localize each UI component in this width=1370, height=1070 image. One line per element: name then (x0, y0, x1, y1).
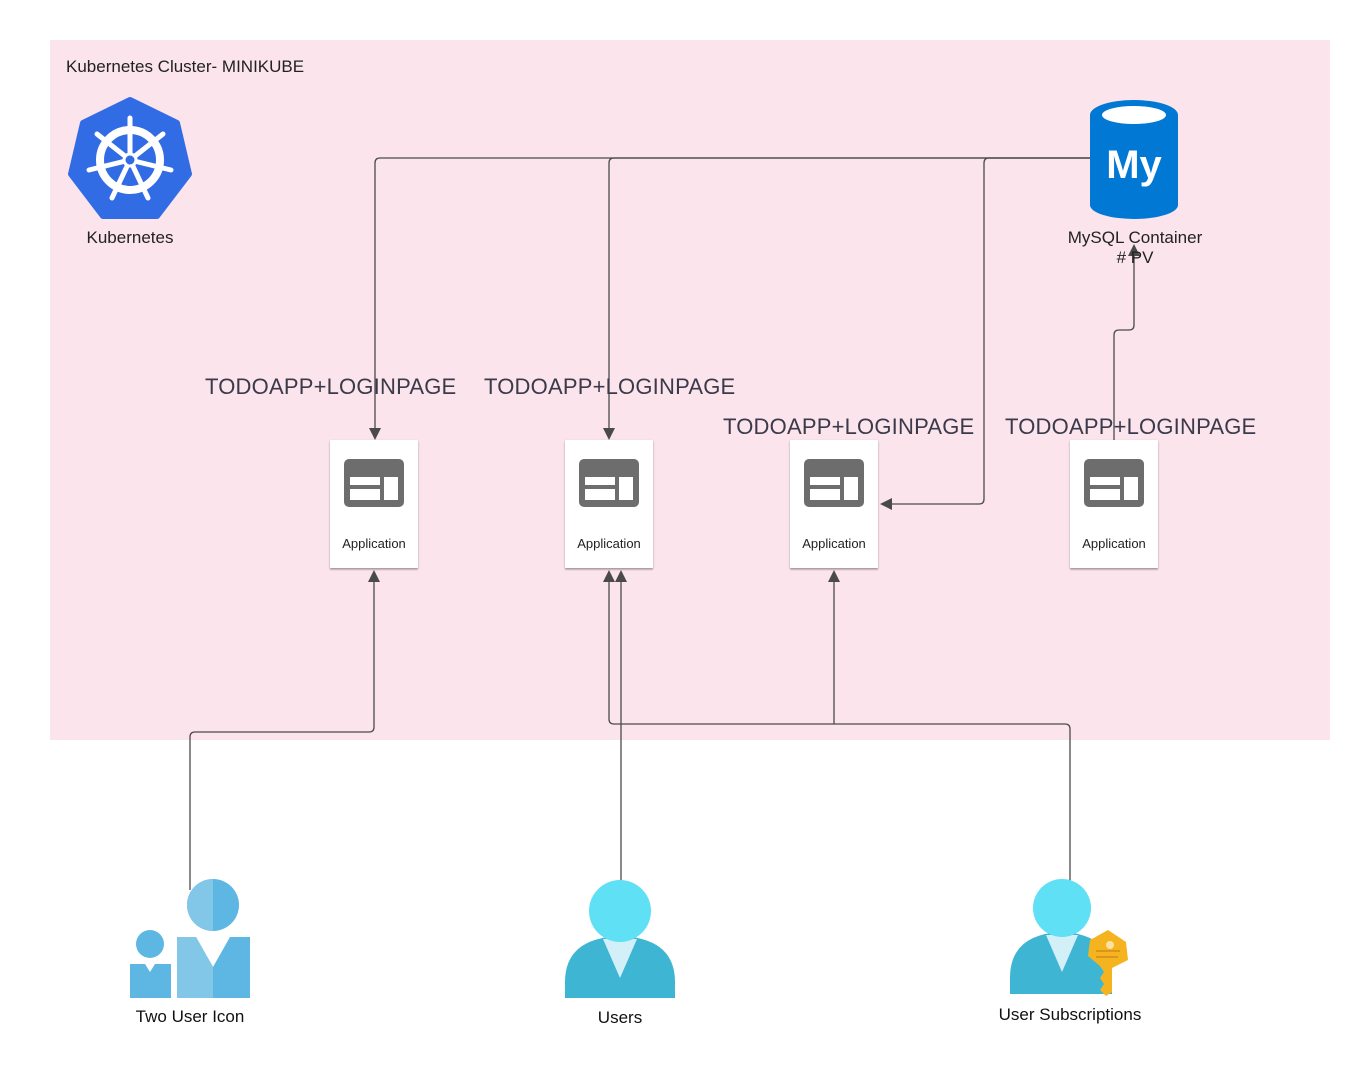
user-icon (565, 880, 675, 998)
mysql-database-icon: My (1090, 100, 1178, 219)
kubernetes-label: Kubernetes (86, 228, 174, 247)
user-key-icon (1010, 879, 1128, 996)
app-title-1: TODOAPP+LOGINPAGE (205, 374, 457, 399)
kubernetes-helm-icon (68, 97, 192, 219)
application-node-1[interactable]: Application (330, 440, 418, 568)
mysql-label: MySQL Container # PV (1050, 228, 1220, 268)
mysql-label-line1: MySQL Container (1067, 228, 1203, 247)
key-icon (1088, 930, 1128, 996)
cluster-title: Kubernetes Cluster- MINIKUBE (66, 57, 305, 76)
application-node-2[interactable]: Application (565, 440, 653, 568)
app-title-3: TODOAPP+LOGINPAGE (723, 414, 975, 439)
application-label: Application (1082, 536, 1146, 551)
two-user-icon (130, 879, 250, 998)
application-window-icon (804, 459, 864, 507)
two-user-label: Two User Icon (135, 1007, 245, 1026)
application-label: Application (577, 536, 641, 551)
application-node-4[interactable]: Application (1070, 440, 1158, 568)
mysql-logo-text: My (1106, 143, 1162, 187)
application-window-icon (579, 459, 639, 507)
user-subscriptions-label: User Subscriptions (998, 1005, 1142, 1024)
application-node-3[interactable]: Application (790, 440, 878, 568)
application-window-icon (1084, 459, 1144, 507)
app-title-4: TODOAPP+LOGINPAGE (1005, 414, 1257, 439)
application-label: Application (802, 536, 866, 551)
mysql-label-line2: # PV (1116, 248, 1154, 267)
app-title-2: TODOAPP+LOGINPAGE (484, 374, 736, 399)
application-label: Application (342, 536, 406, 551)
users-label: Users (597, 1008, 643, 1027)
application-window-icon (344, 459, 404, 507)
